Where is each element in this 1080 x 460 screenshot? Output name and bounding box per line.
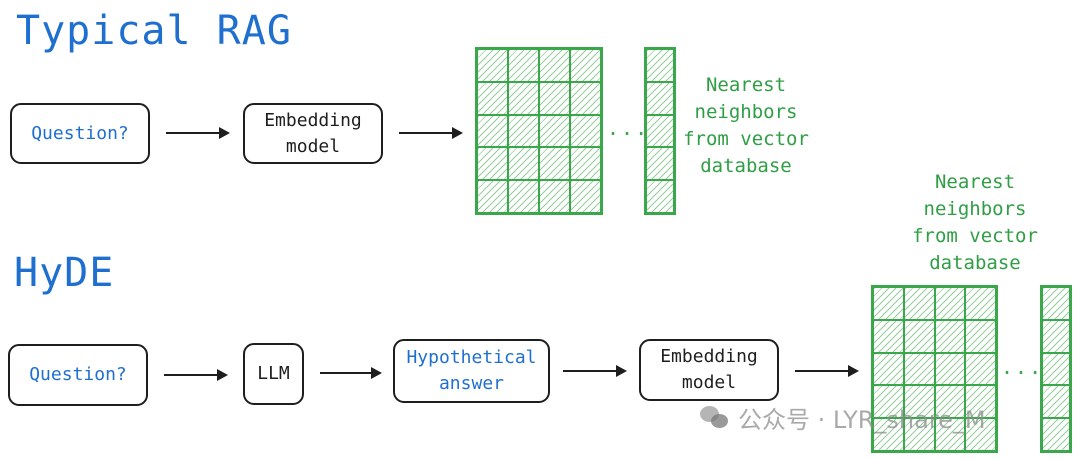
hyde-vector-grid xyxy=(871,285,998,453)
rag-embedding-box: Embedding model xyxy=(243,103,383,164)
hyde-title: HyDE xyxy=(14,250,115,296)
hyde-arrow-4 xyxy=(795,365,859,377)
hyde-arrow-1 xyxy=(164,369,228,381)
hyde-nearest-neighbors-label: Nearest neighbors from vector database xyxy=(912,171,1038,274)
rag-vector-column xyxy=(644,47,676,215)
wechat-icon xyxy=(700,405,730,430)
hyde-arrow-3 xyxy=(563,365,627,377)
hyde-question-box: Question? xyxy=(8,344,148,406)
watermark-text: 公众号 · LYR_share_M xyxy=(738,406,986,434)
hyde-vector-column xyxy=(1040,285,1072,453)
typical-rag-title: Typical RAG xyxy=(16,8,292,54)
rag-arrow-2 xyxy=(399,127,463,139)
hyde-llm-box: LLM xyxy=(243,343,304,405)
hyde-ellipsis: ... xyxy=(1001,355,1044,379)
hyde-embedding-box: Embedding model xyxy=(639,339,779,401)
rag-question-box: Question? xyxy=(10,103,150,164)
rag-arrow-1 xyxy=(166,127,230,139)
rag-ellipsis: ... xyxy=(607,116,650,140)
watermark: 公众号 · LYR_share_M xyxy=(700,400,986,435)
rag-vector-grid xyxy=(475,47,603,215)
rag-nearest-neighbors-label: Nearest neighbors from vector database xyxy=(683,74,809,177)
hyde-arrow-2 xyxy=(320,367,382,379)
hyde-hypothetical-answer-box: Hypothetical answer xyxy=(393,339,550,403)
